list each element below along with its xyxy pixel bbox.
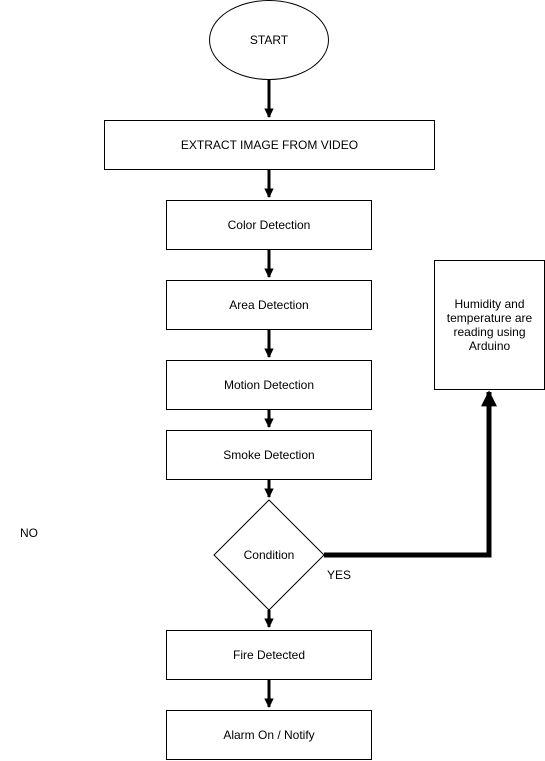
fire-detected-node: Fire Detected xyxy=(166,630,372,680)
alarm-notify-node: Alarm On / Notify xyxy=(166,710,372,760)
yes-label: YES xyxy=(327,568,352,582)
smoke-detection-label: Smoke Detection xyxy=(223,448,315,462)
area-detection-label: Area Detection xyxy=(229,298,309,312)
start-label: START xyxy=(249,33,289,47)
fire-detected-label: Fire Detected xyxy=(232,648,306,662)
extract-image-label: EXTRACT IMAGE FROM VIDEO xyxy=(180,138,359,152)
humidity-temperature-label: Humidity and temperature are reading usi… xyxy=(446,297,533,353)
humidity-temperature-node: Humidity and temperature are reading usi… xyxy=(434,260,545,390)
condition-node-label-box: Condition xyxy=(229,540,309,570)
motion-detection-node: Motion Detection xyxy=(166,360,372,410)
alarm-notify-label: Alarm On / Notify xyxy=(223,728,315,742)
color-detection-label: Color Detection xyxy=(227,218,311,232)
smoke-detection-node: Smoke Detection xyxy=(166,430,372,480)
condition-diamond xyxy=(213,499,325,611)
edge-condition-humidity xyxy=(324,390,498,558)
motion-detection-label: Motion Detection xyxy=(223,378,315,392)
extract-image-node: EXTRACT IMAGE FROM VIDEO xyxy=(104,120,435,170)
no-label: NO xyxy=(20,526,38,540)
area-detection-node: Area Detection xyxy=(166,280,372,330)
color-detection-node: Color Detection xyxy=(166,200,372,250)
start-node: START xyxy=(209,0,329,80)
condition-label: Condition xyxy=(243,548,295,562)
